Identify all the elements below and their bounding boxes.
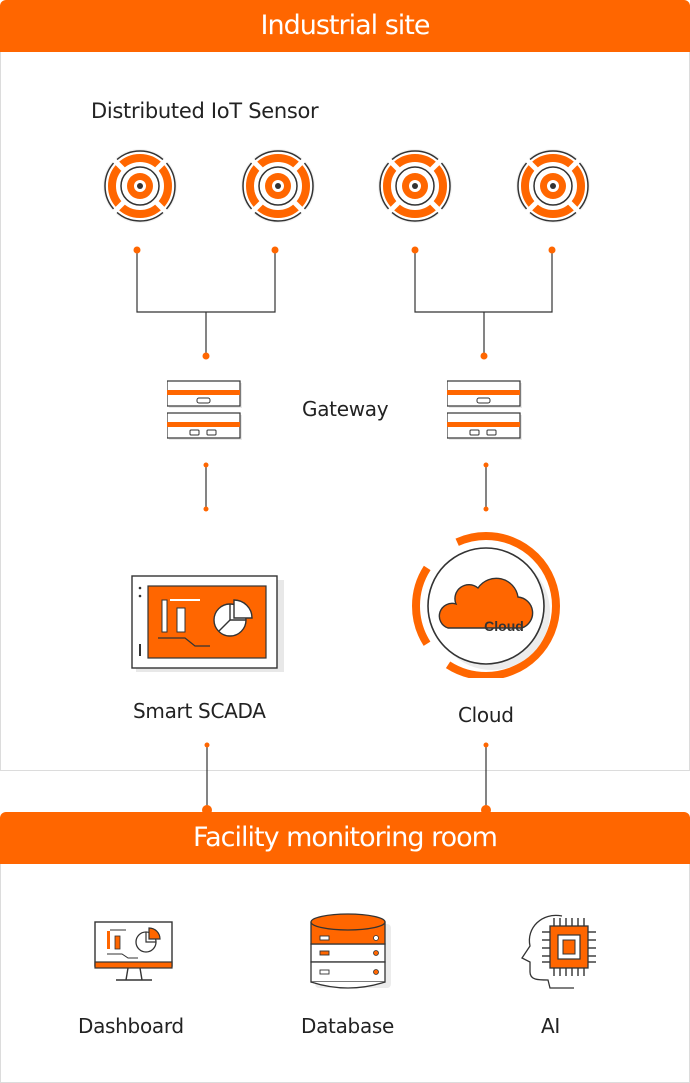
sensor-icon [241,149,315,223]
sensor-icon [103,149,177,223]
database-label: Database [301,1014,395,1038]
dashboard-label: Dashboard [78,1014,184,1038]
sensor-icon [516,149,590,223]
monitoring-room-header: Facility monitoring room [0,812,690,864]
dashboard-icon [94,921,173,981]
cloud-icon: Cloud [412,532,560,678]
gateway-label: Gateway [302,397,389,421]
sensors-label: Distributed IoT Sensor [91,99,319,123]
gateway-icon [167,380,242,440]
gateway-icon [447,380,522,440]
cloud-icon-text: Cloud [484,618,524,634]
cloud-label: Cloud [458,703,514,727]
ai-icon [521,914,596,989]
sensor-icon [378,149,452,223]
scada-icon [131,575,284,672]
ai-label: AI [541,1014,560,1038]
scada-label: Smart SCADA [133,699,266,723]
database-icon [310,913,391,989]
industrial-site-header: Industrial site [0,0,690,52]
